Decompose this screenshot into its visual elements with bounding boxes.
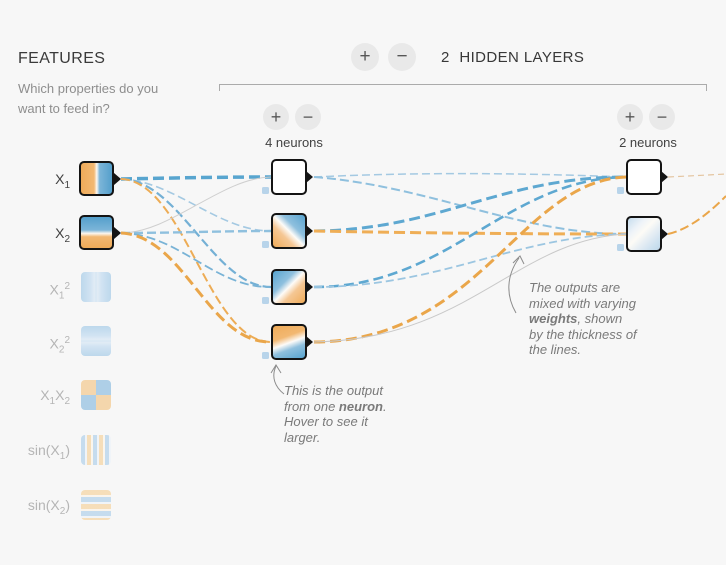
layer2-neuron-2[interactable] — [626, 216, 662, 252]
layer2-neuron-1[interactable] — [626, 159, 662, 195]
layer1-neuron-2[interactable] — [271, 213, 307, 249]
remove-layer-button[interactable]: − — [388, 43, 416, 71]
feature-label-sinx2: sin(X2) — [27, 497, 70, 517]
feature-thumb-x1sq[interactable] — [81, 272, 111, 302]
output-arrow-icon — [114, 173, 121, 185]
output-arrow-icon — [306, 225, 313, 237]
layer2-remove-neuron-button[interactable]: − — [649, 104, 675, 130]
output-arrow-icon — [661, 171, 668, 183]
neuron-annotation: This is the output from one neuron. Hove… — [284, 383, 387, 445]
bias-square[interactable] — [262, 187, 269, 194]
layer2-controls: + − — [617, 104, 675, 130]
layer1-neuron-3[interactable] — [271, 269, 307, 305]
x1x2-pattern — [81, 380, 111, 410]
layer2-add-neuron-button[interactable]: + — [617, 104, 643, 130]
feature-node-x1[interactable] — [79, 161, 114, 196]
bias-square[interactable] — [262, 297, 269, 304]
layer1-neuron-count-label: 4 neurons — [265, 135, 323, 150]
feature-thumb-x1x2[interactable] — [81, 380, 111, 410]
bias-square[interactable] — [617, 244, 624, 251]
feature-thumb-sinx2[interactable] — [81, 490, 111, 520]
output-arrow-icon — [661, 228, 668, 240]
feature-thumb-x2sq[interactable] — [81, 326, 111, 356]
feature-label-x1x2: X1X2 — [40, 387, 70, 407]
layer1-add-neuron-button[interactable]: + — [263, 104, 289, 130]
weights-annotation: The outputs are mixed with varying weigh… — [529, 280, 637, 357]
layers-bracket — [219, 84, 707, 91]
annotation-arrows — [270, 255, 525, 395]
output-arrow-icon — [306, 171, 313, 183]
feature-label-sinx1: sin(X1) — [27, 442, 70, 462]
hidden-layers-title: HIDDEN LAYERS — [459, 48, 585, 66]
layer2-neuron-count-label: 2 neurons — [619, 135, 677, 150]
layer1-controls: + − — [263, 104, 321, 130]
feature-node-x2[interactable] — [79, 215, 114, 250]
output-arrow-icon — [306, 336, 313, 348]
output-arrow-icon — [306, 281, 313, 293]
bias-square[interactable] — [262, 352, 269, 359]
bias-square[interactable] — [617, 187, 624, 194]
layer1-neuron-1[interactable] — [271, 159, 307, 195]
bias-square[interactable] — [262, 241, 269, 248]
output-arrow-icon — [114, 227, 121, 239]
hidden-layers-count: 2 — [441, 48, 450, 66]
features-description: Which properties do you want to feed in? — [18, 81, 159, 116]
feature-label-x1: X1 — [55, 171, 70, 191]
add-layer-button[interactable]: + — [351, 43, 379, 71]
feature-label-x2sq: X22 — [49, 335, 70, 356]
layer1-neuron-4[interactable] — [271, 324, 307, 360]
layer1-remove-neuron-button[interactable]: − — [295, 104, 321, 130]
feature-label-x1sq: X12 — [49, 281, 70, 302]
feature-label-x2: X2 — [55, 225, 70, 245]
hidden-layers-header: + − 2 HIDDEN LAYERS — [351, 43, 584, 71]
features-title: FEATURES — [18, 50, 106, 67]
feature-thumb-sinx1[interactable] — [81, 435, 111, 465]
